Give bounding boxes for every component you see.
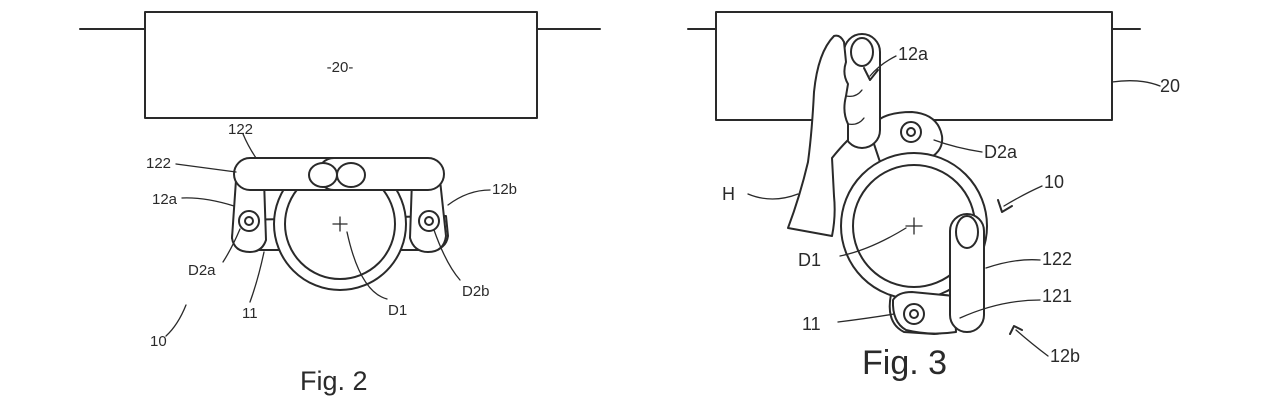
fig3-hand-finger-line-2 [847, 117, 865, 126]
fig3-label-12b: 12b [1050, 346, 1080, 366]
fig2-pivot-d2b-inner [424, 216, 434, 226]
fig3-pivot-lower-inner [909, 309, 919, 319]
fig2-leader-122-left [175, 163, 237, 173]
fig3-leader-12b [1015, 329, 1049, 357]
fig2-label-12b: 12b [492, 181, 517, 198]
fig2-leader-d2a [222, 228, 241, 263]
fig2-knob-left [308, 162, 338, 188]
fig3-label-10: 10 [1044, 172, 1064, 192]
fig2-box-20 [144, 11, 538, 119]
figure-2: -20- 122 122 12a 12b D [79, 11, 601, 396]
fig3-label-d2a: D2a [984, 142, 1018, 162]
fig3-label-12a: 12a [898, 44, 929, 64]
fig2-leader-d2b [433, 229, 461, 281]
fig3-arrow-12b [1009, 325, 1023, 335]
fig3-leader-20 [1111, 80, 1161, 87]
fig2-pivot-d2b [418, 210, 440, 232]
fig2-label-d2a: D2a [188, 262, 216, 279]
fig2-label-10: 10 [150, 333, 167, 350]
fig2-label-box: -20- [327, 59, 354, 76]
figure-3: 12a 20 D2a 10 H 122 D1 121 11 12b Fig. 3 [687, 11, 1180, 382]
fig3-label-20: 20 [1160, 76, 1180, 96]
fig2-label-11: 11 [242, 305, 258, 322]
fig3-knob-upper [850, 37, 874, 67]
fig3-label-h: H [722, 184, 735, 204]
fig2-leader-122-top [242, 133, 257, 159]
fig3-arrow-10 [997, 199, 1013, 213]
fig2-leader-d1 [346, 231, 388, 300]
fig3-leader-h [747, 193, 799, 200]
fig3-leader-d2a [933, 139, 983, 153]
fig2-leader-11 [249, 251, 265, 303]
fig3-pivot-d2a-inner [906, 127, 916, 137]
fig3-leader-121 [959, 299, 1041, 319]
fig3-label-11: 11 [802, 314, 821, 334]
fig2-label-12a: 12a [152, 191, 178, 208]
fig2-label-122-left: 122 [146, 155, 171, 172]
fig2-pivot-d2a-inner [244, 216, 254, 226]
fig3-hand-h [787, 34, 849, 237]
fig2-caption: Fig. 2 [300, 366, 368, 396]
fig3-leader-11 [837, 313, 895, 323]
fig3-hand-finger-line [845, 89, 863, 98]
fig2-label-d2b: D2b [462, 283, 490, 300]
fig3-label-121: 121 [1042, 286, 1072, 306]
fig2-leader-10 [165, 304, 187, 337]
fig3-label-d1: D1 [798, 250, 821, 270]
fig3-leader-d1 [839, 227, 907, 257]
fig3-label-122: 122 [1042, 249, 1072, 269]
fig3-knob-lower [955, 215, 979, 249]
fig2-knob-right [336, 162, 366, 188]
fig2-label-122-top: 122 [228, 121, 253, 138]
fig3-leader-10 [1003, 185, 1043, 207]
fig3-leader-122 [985, 259, 1041, 269]
fig3-caption: Fig. 3 [862, 344, 947, 382]
fig3-leader-12a [869, 55, 897, 77]
fig2-leader-12b [447, 189, 491, 206]
fig2-label-d1: D1 [388, 302, 407, 319]
fig3-arrow-12a [863, 67, 879, 81]
fig3-pivot-lower [903, 303, 925, 325]
fig2-leader-12a [181, 197, 235, 207]
fig3-pivot-d2a [900, 121, 922, 143]
fig3-box-20 [715, 11, 1113, 121]
fig2-pivot-d2a [238, 210, 260, 232]
